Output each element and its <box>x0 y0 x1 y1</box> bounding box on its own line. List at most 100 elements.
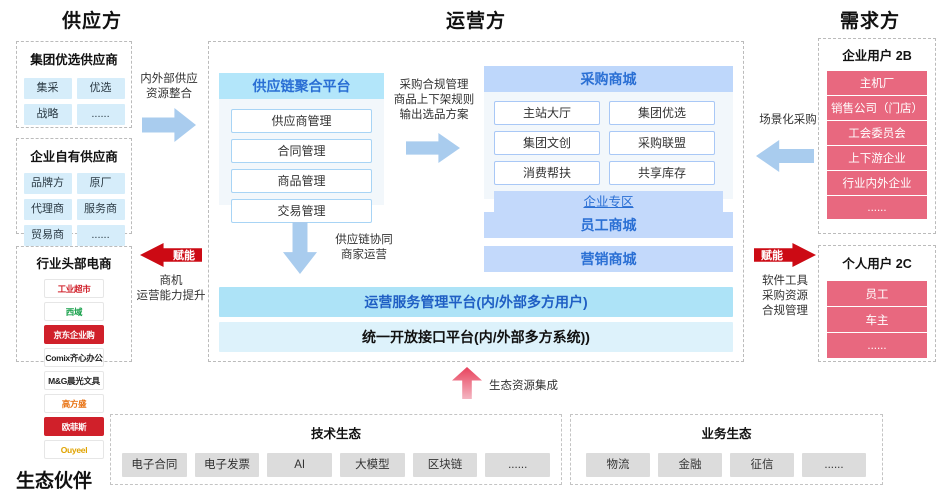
logo-xiyu[interactable]: 西域 <box>44 302 104 321</box>
operator-column-title: 运营方 <box>445 11 506 32</box>
transaction-management-button[interactable]: 交易管理 <box>231 199 372 223</box>
enterprise-2b-panel: 企业用户 2B 主机厂 销售公司（门店） 工会委员会 上下游企业 行业内外企业 … <box>818 38 936 234</box>
group-cultural-button[interactable]: 集团文创 <box>494 131 600 155</box>
group-preferred-supplier-panel: 集团优选供应商 集采 优选 战略 ...... <box>16 41 132 128</box>
enterprise-2b-title: 企业用户 2B <box>842 49 912 63</box>
supplier-chip[interactable]: 集采 <box>23 78 72 99</box>
enable-right-note-line1: 软件工具 <box>762 275 808 287</box>
purchase-mall-module: 采购商城 主站大厅 集团优选 集团文创 采购联盟 消费帮扶 共享库存 企业专区 <box>484 66 733 214</box>
purchase-alliance-button[interactable]: 采购联盟 <box>609 131 715 155</box>
enable-right-note: 软件工具 采购资源 合规管理 <box>744 274 826 319</box>
enable-right-note-line3: 合规管理 <box>762 305 808 317</box>
personal-2c-title: 个人用户 2C <box>842 257 912 271</box>
eco-chip-tech[interactable]: 电子发票 <box>194 453 260 477</box>
enable-left-note: 商机 运营能力提升 <box>131 274 211 304</box>
enable-left-label: 赋能 <box>173 250 195 262</box>
top-ecommerce-panel: 行业头部电商 工业超市 西域 京东企业购 Comix齐心办公 M&G晨光文具 高… <box>16 246 132 459</box>
product-management-button[interactable]: 商品管理 <box>231 169 372 193</box>
eco-chip-business[interactable]: ...... <box>802 453 866 477</box>
supplier-chip[interactable]: ...... <box>76 225 125 246</box>
ecosystem-title: 生态伙伴 <box>16 471 93 492</box>
scene-purchase-note: 场景化采购 <box>759 114 817 126</box>
supply-integration-note: 内外部供应 资源整合 <box>136 72 202 102</box>
eco-chip-business[interactable]: 征信 <box>730 453 794 477</box>
supplier-chip[interactable]: 品牌方 <box>23 173 72 194</box>
enterprise-own-supplier-panel: 企业自有供应商 品牌方 原厂 代理商 服务商 贸易商 ...... <box>16 138 132 246</box>
group-preferred-title: 集团优选供应商 <box>30 53 118 67</box>
logo-gaofangsheng[interactable]: 高方盛 <box>44 394 104 413</box>
logo-mg-chenguang[interactable]: M&G晨光文具 <box>44 371 104 390</box>
consumption-aid-button[interactable]: 消费帮扶 <box>494 161 600 185</box>
supply-integration-line1: 内外部供应 <box>140 73 198 85</box>
supplier-chip[interactable]: 战略 <box>23 104 72 125</box>
contract-management-button[interactable]: 合同管理 <box>231 139 372 163</box>
eco-integration-arrow-icon <box>452 367 482 399</box>
group-preferred-button[interactable]: 集团优选 <box>609 101 715 125</box>
chain-collab-note: 供应链协同 商家运营 <box>324 233 404 263</box>
chain-collab-line1: 供应链协同 <box>335 234 393 246</box>
enterprise-zone-band[interactable]: 企业专区 <box>494 191 723 214</box>
eco-chip-tech[interactable]: 大模型 <box>340 453 405 477</box>
chain-collab-line2: 商家运营 <box>341 249 387 261</box>
business-ecosystem-title: 业务生态 <box>701 427 752 441</box>
tech-ecosystem-items: 电子合同 电子发票 AI 大模型 区块链 ...... <box>111 453 561 477</box>
compliance-note-line2: 商品上下架规则 <box>393 94 475 106</box>
eco-chip-tech[interactable]: 区块链 <box>412 453 478 477</box>
api-platform-bar[interactable]: 统一开放接口平台(内/外部多方系统)) <box>219 322 733 352</box>
logo-jd-qiyegou[interactable]: 京东企业购 <box>44 325 104 344</box>
supplier-management-button[interactable]: 供应商管理 <box>231 109 372 133</box>
demand-item-2c[interactable]: 车主 <box>827 307 927 333</box>
demand-item-2c[interactable]: ...... <box>827 333 927 359</box>
demand-item-2b[interactable]: 行业内外企业 <box>827 171 927 196</box>
demand-item-2c[interactable]: 员工 <box>827 281 927 307</box>
ecommerce-logo-grid: 工业超市 西域 京东企业购 Comix齐心办公 M&G晨光文具 高方盛 欧菲斯 … <box>17 279 131 459</box>
main-hall-button[interactable]: 主站大厅 <box>494 101 600 125</box>
demand-column-title: 需求方 <box>839 11 900 32</box>
marketing-mall-band[interactable]: 营销商城 <box>484 246 733 272</box>
eco-chip-business[interactable]: 金融 <box>658 453 722 477</box>
eco-chip-tech[interactable]: ...... <box>485 453 551 477</box>
scene-purchase-arrow-icon <box>756 140 814 172</box>
compliance-note: 采购合规管理 商品上下架规则 输出选品方案 <box>388 78 480 123</box>
compliance-note-line3: 输出选品方案 <box>399 109 469 121</box>
staff-mall-band[interactable]: 员工商城 <box>484 212 733 238</box>
personal-2c-panel: 个人用户 2C 员工 车主 ...... <box>818 245 936 362</box>
eco-chip-business[interactable]: 物流 <box>586 453 650 477</box>
logo-comix[interactable]: Comix齐心办公 <box>44 348 104 367</box>
eco-chip-tech[interactable]: AI <box>267 453 333 477</box>
supply-integration-arrow-icon <box>142 108 196 142</box>
business-ecosystem-items: 物流 金融 征信 ...... <box>571 453 882 477</box>
supply-chain-platform-module: 供应链聚合平台 供应商管理 合同管理 商品管理 交易管理 <box>219 73 384 223</box>
supplier-chip[interactable]: 优选 <box>76 78 125 99</box>
business-ecosystem-panel: 业务生态 物流 金融 征信 ...... <box>570 414 883 485</box>
supply-chain-platform-title: 供应链聚合平台 <box>219 73 384 99</box>
top-ecommerce-title: 行业头部电商 <box>36 257 112 271</box>
demand-item-2b[interactable]: 上下游企业 <box>827 146 927 171</box>
supply-integration-line2: 资源整合 <box>146 88 192 100</box>
supplier-chip[interactable]: ...... <box>76 104 125 125</box>
demand-item-2b[interactable]: 主机厂 <box>827 71 927 96</box>
enterprise-zone-label: 企业专区 <box>583 195 634 209</box>
logo-gongye-chaoshi[interactable]: 工业超市 <box>44 279 104 298</box>
supplier-chip[interactable]: 原厂 <box>76 173 125 194</box>
group-preferred-chips: 集采 优选 战略 ...... <box>17 78 131 125</box>
supplier-chip[interactable]: 贸易商 <box>23 225 72 246</box>
enable-left-arrow-icon: 赋能 <box>140 243 202 267</box>
enterprise-own-title: 企业自有供应商 <box>30 150 118 164</box>
supplier-chip[interactable]: 服务商 <box>76 199 125 220</box>
ops-service-platform-bar[interactable]: 运营服务管理平台(内/外部多方用户) <box>219 287 733 317</box>
enterprise-own-chips: 品牌方 原厂 代理商 服务商 贸易商 ...... <box>17 173 131 246</box>
purchase-mall-title: 采购商城 <box>484 66 733 92</box>
shared-inventory-button[interactable]: 共享库存 <box>609 161 715 185</box>
demand-item-2b[interactable]: ...... <box>827 196 927 220</box>
supplier-column-title: 供应方 <box>61 11 122 32</box>
tech-ecosystem-title: 技术生态 <box>310 427 361 441</box>
supplier-chip[interactable]: 代理商 <box>23 199 72 220</box>
enable-left-note-line2: 运营能力提升 <box>136 290 206 302</box>
demand-item-2b[interactable]: 工会委员会 <box>827 121 927 146</box>
eco-chip-tech[interactable]: 电子合同 <box>122 453 187 477</box>
demand-item-2b[interactable]: 销售公司（门店） <box>827 96 927 121</box>
enable-right-arrow-icon: 赋能 <box>754 243 816 267</box>
logo-oufeisi[interactable]: 欧菲斯 <box>44 417 104 436</box>
logo-ouyeel[interactable]: Ouyeel <box>44 440 104 459</box>
